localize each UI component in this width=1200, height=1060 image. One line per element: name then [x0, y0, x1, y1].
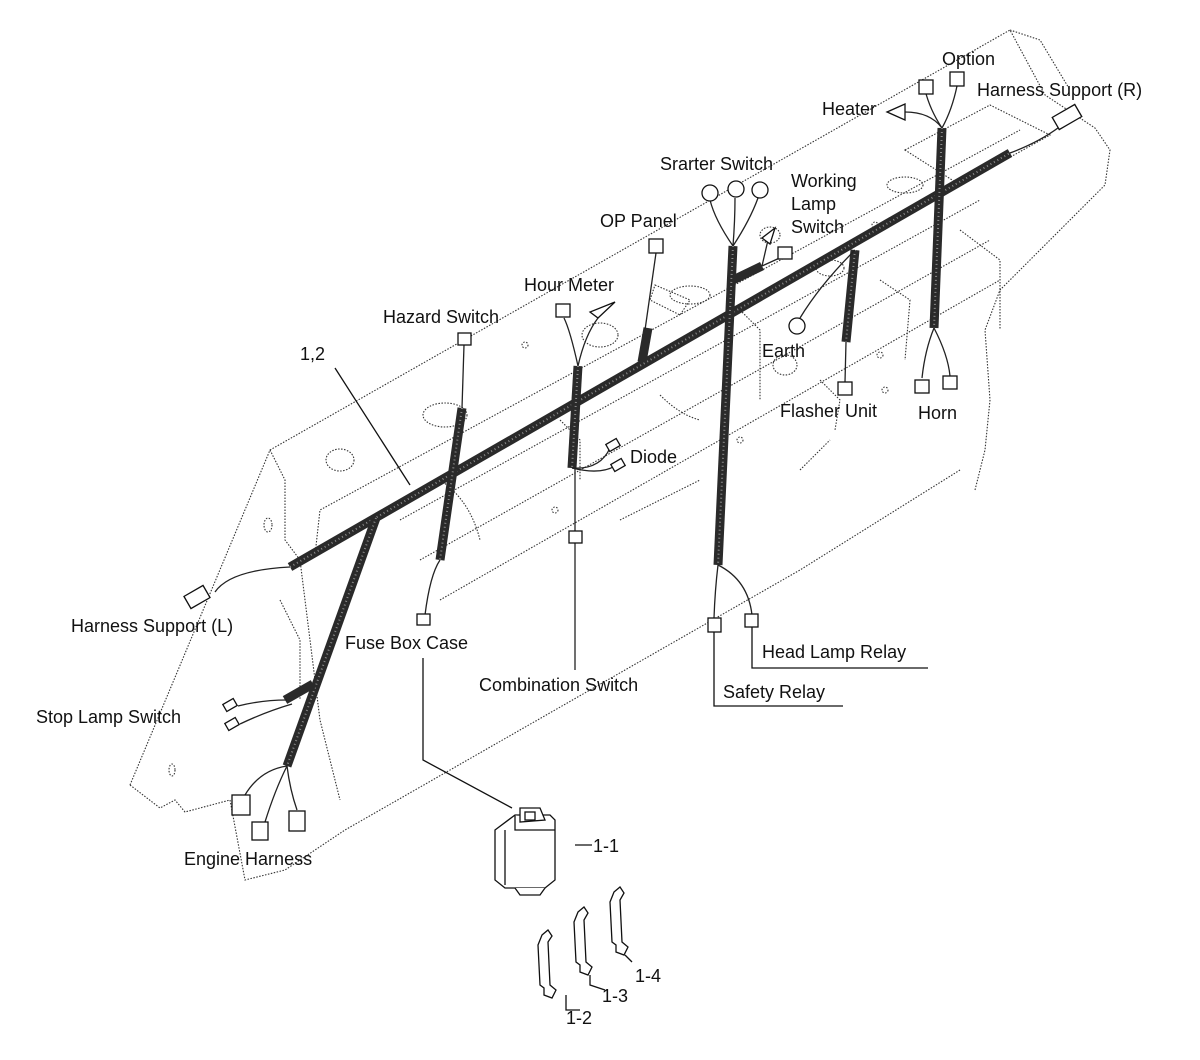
harness-branches: [282, 127, 947, 768]
connector-horn-1: [914, 379, 930, 394]
label-hour-meter: Hour Meter: [524, 275, 614, 295]
label-flasher-unit: Flasher Unit: [780, 401, 877, 421]
connector-earth: [788, 317, 806, 335]
label-part-1-4: 1-4: [635, 966, 661, 986]
connector-engine-1: [231, 794, 251, 816]
label-harness-support-r: Harness Support (R): [977, 80, 1142, 100]
label-part-1-3: 1-3: [602, 986, 628, 1006]
label-callout-1-2: 1,2: [300, 344, 325, 364]
connector-flasher-unit: [837, 381, 853, 396]
connector-fuse-box-case: [416, 613, 431, 626]
working-lamp-arrow-icon: [760, 226, 777, 246]
thin-wires: [214, 85, 1069, 823]
label-combination-switch: Combination Switch: [479, 675, 638, 695]
label-working-lamp-switch-line2: Lamp: [791, 194, 836, 214]
label-safety-relay: Safety Relay: [723, 682, 825, 702]
connector-engine-2: [251, 821, 269, 841]
connector-diode-2: [609, 457, 627, 473]
connector-stop-lamp-2: [223, 716, 241, 732]
connector-hazard-switch: [457, 332, 472, 346]
connector-starter-2: [727, 180, 745, 198]
connector-head-lamp-relay: [744, 613, 759, 628]
label-hazard-switch: Hazard Switch: [383, 307, 499, 327]
connector-working-lamp: [777, 246, 793, 260]
connector-option-2: [949, 71, 965, 87]
heater-arrow-icon: [885, 102, 906, 122]
label-fuse-box-case: Fuse Box Case: [345, 633, 468, 653]
fuse-box-part: [494, 807, 556, 896]
terminal-1-2: [537, 929, 557, 999]
label-harness-support-l: Harness Support (L): [71, 616, 233, 636]
label-part-1-2: 1-2: [566, 1008, 592, 1028]
connector-harness-support-l: [183, 584, 211, 610]
label-op-panel: OP Panel: [600, 211, 677, 231]
label-engine-harness: Engine Harness: [184, 849, 312, 869]
connectors: [183, 71, 1083, 841]
hour-meter-arrow-icon: [588, 301, 616, 319]
terminal-1-3: [573, 906, 593, 976]
connector-starter-1: [701, 184, 719, 202]
connector-diode-1: [604, 437, 622, 453]
label-horn: Horn: [918, 403, 957, 423]
connector-harness-support-r: [1051, 103, 1083, 131]
connector-option-1: [918, 79, 934, 95]
label-working-lamp-switch-line3: Switch: [791, 217, 844, 237]
main-harness-trunk: [287, 149, 1013, 571]
connector-safety-relay: [707, 617, 722, 633]
label-earth: Earth: [762, 341, 805, 361]
label-starter-switch: Srarter Switch: [660, 154, 773, 174]
connector-combination-switch: [568, 530, 583, 544]
diagram-labels: Option Harness Support (R) Heater Srarte…: [36, 49, 1142, 1028]
label-head-lamp-relay: Head Lamp Relay: [762, 642, 906, 662]
label-heater: Heater: [822, 99, 876, 119]
label-diode: Diode: [630, 447, 677, 467]
connector-engine-3: [288, 810, 306, 832]
terminal-1-4: [609, 886, 629, 956]
label-working-lamp-switch-line1: Working: [791, 171, 857, 191]
connector-op-panel: [648, 238, 664, 254]
dashboard-frame-outline: [129, 29, 1111, 881]
connector-hour-meter: [555, 303, 571, 318]
connector-stop-lamp-1: [221, 697, 239, 713]
label-option: Option: [942, 49, 995, 69]
label-part-1-1: 1-1: [593, 836, 619, 856]
terminal-parts: [537, 886, 629, 999]
connector-starter-3: [751, 181, 769, 199]
label-stop-lamp-switch: Stop Lamp Switch: [36, 707, 181, 727]
connector-horn-2: [942, 375, 958, 390]
label-leaders: [334, 367, 928, 1011]
